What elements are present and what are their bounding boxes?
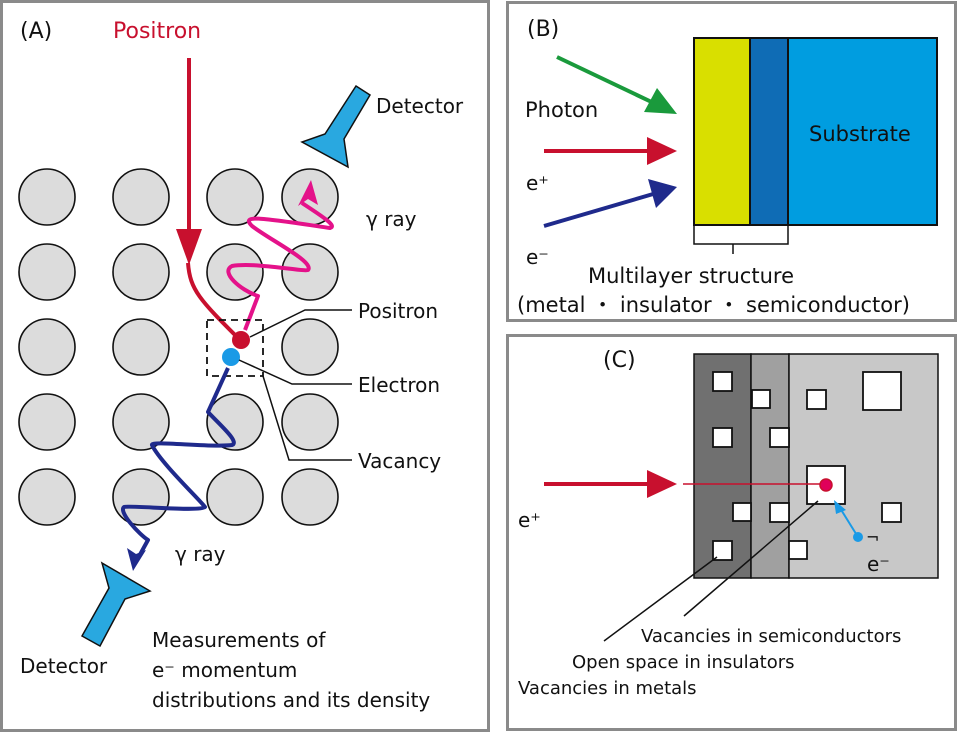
panel-a-label: (A) — [20, 19, 52, 44]
atom — [112, 243, 170, 301]
measurement-line-1: Measurements of — [152, 628, 326, 652]
substrate-label: Substrate — [809, 122, 911, 146]
detector-top-icon — [300, 84, 372, 169]
panel-c-label: (C) — [603, 348, 636, 373]
vacancy-square — [712, 540, 733, 561]
c-insulator-layer — [750, 353, 790, 579]
c-e-plus-label: e⁺ — [518, 508, 541, 532]
callout-electron-label: Electron — [358, 373, 440, 397]
vacancy-square — [769, 427, 790, 448]
multilayer-bracket — [693, 225, 789, 245]
gamma-ray-top-label: γ ray — [366, 207, 417, 231]
photon-arrow-line — [556, 55, 661, 108]
c-electron-arrowhead — [834, 500, 846, 514]
atom — [112, 318, 170, 376]
c-positron-arrowhead — [647, 470, 677, 498]
multilayer-subtitle: (metal ・ insulator ・ semiconductor) — [517, 293, 910, 317]
measurement-line-3: distributions and its density — [152, 688, 430, 712]
panel-a-border — [0, 0, 490, 732]
atom — [206, 243, 264, 301]
vacancy-square — [881, 502, 902, 523]
electron-arrow-line — [543, 190, 661, 228]
callout-line-electron — [238, 359, 352, 385]
atom — [206, 393, 264, 451]
atom — [18, 468, 76, 526]
atom — [18, 243, 76, 301]
positron-dot — [232, 331, 250, 349]
c-electron-mark: ¬ — [866, 528, 879, 547]
e-minus-label: e⁻ — [526, 245, 549, 269]
vacancy-square — [732, 502, 752, 522]
callout-line-metals — [603, 556, 718, 642]
electron-dot — [222, 348, 240, 366]
insulator-layer — [749, 37, 789, 226]
c-electron-dot — [853, 532, 863, 542]
panel-a: (A) Positron Detector γ ray γ ray Positr… — [0, 0, 490, 732]
detector-bottom-icon — [80, 561, 152, 648]
atom — [281, 318, 339, 376]
vacancy-squares — [712, 371, 902, 561]
callout-line-semiconductors — [683, 500, 819, 617]
callout-vacancy-label: Vacancy — [358, 449, 441, 473]
atom — [281, 393, 339, 451]
positron-beam-arrowhead — [176, 229, 202, 265]
vacancy-square — [769, 502, 790, 523]
c-positron-dot — [819, 478, 833, 492]
callout-line-vacancy — [262, 375, 352, 461]
gamma-ray-bottom-arrowhead — [127, 548, 146, 571]
atom — [18, 168, 76, 226]
callout-line-positron — [249, 309, 352, 338]
gamma-ray-bottom-label: γ ray — [175, 542, 226, 566]
gamma-ray-top-path — [226, 201, 334, 331]
atom — [112, 393, 170, 451]
vacancy-box — [206, 319, 264, 377]
panel-b-label: (B) — [527, 17, 559, 42]
detector-top-label: Detector — [376, 94, 464, 118]
vacancy-square — [806, 389, 827, 410]
vacancy-square — [788, 540, 808, 560]
positron-arrowhead — [647, 137, 677, 165]
atom — [112, 168, 170, 226]
callout-insulators-label: Open space in insulators — [572, 652, 795, 673]
c-electron-path — [839, 507, 859, 538]
callout-semiconductors-label: Vacancies in semiconductors — [641, 626, 901, 647]
callout-metals-label: Vacancies in metals — [518, 678, 697, 699]
atom — [206, 468, 264, 526]
positron-title: Positron — [113, 19, 201, 44]
atom — [18, 318, 76, 376]
atom — [281, 468, 339, 526]
e-plus-label: e⁺ — [526, 171, 549, 195]
atom — [206, 168, 264, 226]
vacancy-square — [862, 371, 902, 411]
atom — [112, 468, 170, 526]
positron-trajectory — [186, 262, 242, 342]
electron-arrowhead — [648, 179, 677, 208]
metal-layer — [693, 37, 751, 226]
photon-label: Photon — [525, 98, 598, 122]
panel-c: (C) e⁺ ¬ e⁻ Vacancies in semiconductors … — [506, 334, 957, 731]
atom — [18, 393, 76, 451]
measurement-line-2: e⁻ momentum — [152, 658, 297, 682]
vacancy-square — [712, 371, 733, 392]
vacancy-square — [751, 389, 771, 409]
gamma-ray-top-arrowhead — [298, 180, 318, 206]
photon-arrowhead — [644, 88, 677, 114]
multilayer-title: Multilayer structure — [588, 264, 794, 288]
vacancy-square — [712, 427, 733, 448]
callout-positron-label: Positron — [358, 299, 438, 323]
atom — [281, 243, 339, 301]
gamma-ray-bottom-path — [121, 367, 236, 561]
substrate-layer — [787, 37, 938, 226]
panel-b: (B) Substrate Photon e⁺ e⁻ Multilayer st… — [506, 1, 957, 322]
c-e-minus-label: e⁻ — [867, 552, 890, 576]
detector-bottom-label: Detector — [20, 654, 108, 678]
